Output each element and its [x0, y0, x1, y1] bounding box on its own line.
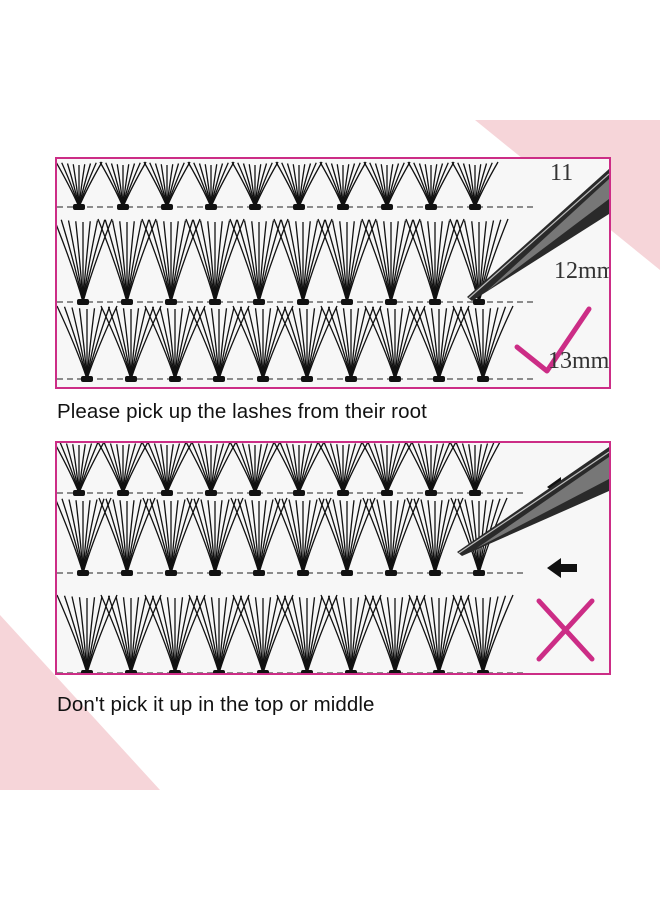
lash-cluster: [100, 305, 162, 382]
lash-cluster: [275, 161, 323, 210]
lash-cluster: [188, 594, 250, 673]
lash-cluster: [57, 161, 103, 210]
lash-cluster: [97, 443, 149, 496]
arrow-left-icon: [547, 558, 577, 578]
lash-cluster: [451, 161, 499, 210]
lash-cluster: [99, 161, 147, 210]
lash-cluster: [185, 443, 237, 496]
lash-cluster: [141, 443, 193, 496]
pink-triangle-bottom-left: [0, 615, 160, 790]
lash-cluster: [142, 497, 200, 576]
lash-cluster: [276, 594, 338, 673]
lash-cluster: [230, 497, 288, 576]
lash-cluster: [319, 161, 367, 210]
tweezers-icon: [457, 447, 609, 556]
lash-cluster: [57, 305, 118, 382]
lash-cluster: [273, 443, 325, 496]
lash-cluster: [274, 497, 332, 576]
lash-cluster: [452, 594, 514, 673]
lash-cluster: [407, 161, 455, 210]
lash-cluster: [363, 161, 411, 210]
lash-cluster: [186, 497, 244, 576]
lash-cluster: [408, 594, 470, 673]
lash-cluster: [318, 497, 376, 576]
lash-rows: [57, 161, 537, 382]
lash-cluster: [231, 161, 279, 210]
lash-rows: [57, 443, 527, 673]
correct-pick-caption: Please pick up the lashes from their roo…: [57, 400, 427, 423]
tweezers-icon: [467, 169, 609, 301]
lash-cluster: [452, 305, 514, 382]
lash-cluster: [364, 594, 426, 673]
lash-tray-image: [57, 161, 609, 382]
lash-cluster: [98, 497, 156, 576]
lash-cluster: [57, 594, 118, 673]
wrong-pick-panel: [55, 441, 611, 675]
lash-cluster: [320, 594, 382, 673]
lash-tray-image: [57, 443, 609, 673]
lash-cluster: [406, 497, 464, 576]
lash-cluster: [187, 161, 235, 210]
lash-cluster: [362, 497, 420, 576]
lash-cluster: [361, 443, 413, 496]
lash-cluster: [232, 305, 294, 382]
lash-cluster: [143, 161, 191, 210]
size-label-12mm: 12mm: [554, 258, 611, 284]
lash-cluster: [57, 443, 105, 496]
wrong-pick-caption: Don't pick it up in the top or middle: [57, 693, 375, 716]
lash-cluster: [405, 443, 457, 496]
size-label-11: 11: [550, 160, 574, 186]
size-label-13mm: 13mm: [548, 348, 610, 374]
lash-cluster: [100, 594, 162, 673]
cross-icon: [536, 598, 595, 662]
lash-cluster: [188, 305, 250, 382]
lash-cluster: [320, 305, 382, 382]
correct-pick-panel: 11 12mm 13mm: [55, 157, 611, 389]
lash-cluster: [144, 305, 206, 382]
lash-cluster: [232, 594, 294, 673]
lash-cluster: [364, 305, 426, 382]
lash-cluster: [317, 443, 369, 496]
lash-cluster: [276, 305, 338, 382]
lash-cluster: [317, 218, 377, 305]
lash-cluster: [449, 443, 501, 496]
lash-cluster: [273, 218, 333, 305]
lash-cluster: [144, 594, 206, 673]
lash-cluster: [408, 305, 470, 382]
check-icon: [514, 306, 592, 374]
lash-cluster: [229, 443, 281, 496]
lash-cluster: [57, 497, 112, 576]
